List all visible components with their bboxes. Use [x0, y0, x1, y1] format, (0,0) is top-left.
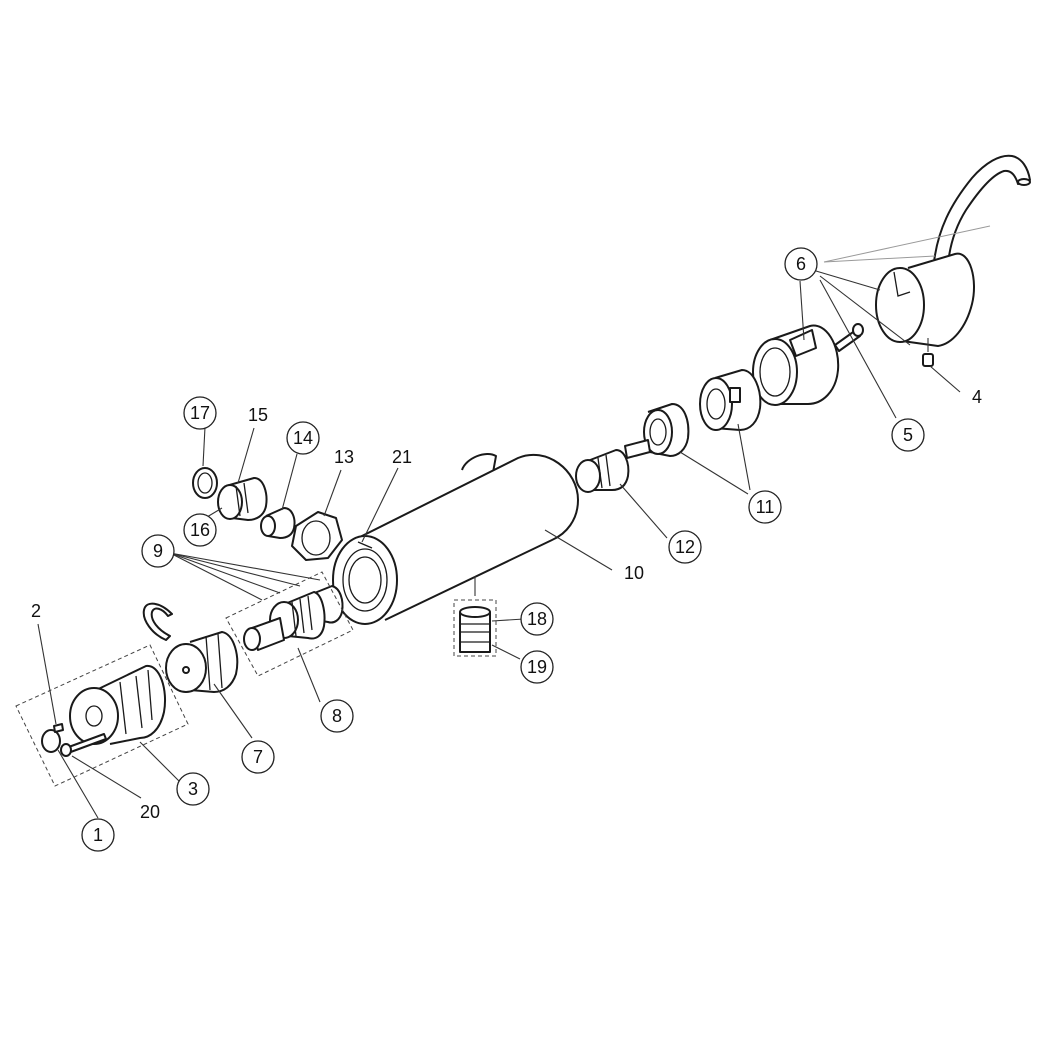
callout-8: 8: [320, 699, 354, 733]
callout-number: 13: [334, 447, 354, 467]
callout-circle: [241, 740, 275, 774]
callout-number: 11: [756, 497, 775, 517]
callout-14: 14: [286, 421, 320, 455]
callout-16: 16: [183, 513, 217, 547]
group-box-18-19: [453, 599, 497, 657]
callout-9: 9: [141, 534, 175, 568]
callout-10: 10: [624, 563, 644, 583]
callout-7: 7: [241, 740, 275, 774]
callout-circle: [784, 247, 818, 281]
group-box-8: [225, 571, 354, 677]
callout-6: 6: [784, 247, 818, 281]
callout-20: 20: [140, 802, 160, 822]
callout-1: 1: [81, 818, 115, 852]
callout-number: 5: [903, 425, 913, 445]
callout-18: 18: [520, 602, 554, 636]
callout-17: 17: [183, 396, 217, 430]
knob-insert-7: [165, 631, 239, 693]
callout-19: 19: [520, 650, 554, 684]
callout-circle: [183, 396, 217, 430]
handle-housing: [752, 324, 840, 406]
callout-number: 3: [188, 779, 198, 799]
callout-number: 8: [332, 706, 342, 726]
cap-1: [41, 729, 61, 753]
callout-number: 21: [392, 447, 412, 467]
clip: [142, 602, 173, 641]
callout-number: 16: [190, 520, 210, 540]
callout-circle: [520, 650, 554, 684]
callout-circle: [748, 490, 782, 524]
callout-circle: [81, 818, 115, 852]
cartridge-holder: [699, 369, 762, 431]
callout-circle: [320, 699, 354, 733]
callout-3: 3: [176, 772, 210, 806]
callout-2: 2: [31, 601, 41, 621]
valve-assembly: [243, 585, 344, 651]
callout-circle: [176, 772, 210, 806]
leader-lines: [37, 225, 991, 819]
callout-circle: [520, 602, 554, 636]
screw-20: [60, 733, 107, 757]
callout-number: 17: [190, 403, 210, 423]
callout-number: 4: [972, 387, 982, 407]
mixer-body: [332, 452, 579, 625]
callout-number: 9: [153, 541, 163, 561]
nut-ring: [643, 403, 690, 457]
spout-pipe: [933, 154, 1031, 265]
callout-number: 12: [675, 537, 695, 557]
callout-number: 6: [796, 254, 806, 274]
callout-circle: [141, 534, 175, 568]
callout-12: 12: [668, 530, 702, 564]
screw-5: [834, 323, 864, 352]
callout-circle: [183, 513, 217, 547]
callout-circle: [891, 418, 925, 452]
callout-number: 15: [248, 405, 268, 425]
callout-21: 21: [392, 447, 412, 467]
insert-14: [260, 507, 296, 539]
handle-3: [69, 664, 166, 745]
callout-number: 20: [140, 802, 160, 822]
callout-15: 15: [248, 405, 268, 425]
callout-11: 11: [748, 490, 782, 524]
callout-circle: [668, 530, 702, 564]
union-nut-13: [291, 511, 343, 561]
check-valve: [459, 606, 491, 653]
callout-number: 1: [93, 825, 103, 845]
screw-2: [53, 723, 64, 733]
grub-screw-4: [922, 353, 934, 367]
callout-circle: [286, 421, 320, 455]
temperature-cartridge: [575, 439, 651, 493]
group-box-3: [15, 644, 189, 787]
fitting-15-16: [217, 477, 268, 521]
spout-sleeve: [875, 252, 976, 347]
callout-number: 2: [31, 601, 41, 621]
callout-4: 4: [972, 387, 982, 407]
callout-number: 19: [527, 657, 547, 677]
callout-number: 10: [624, 563, 644, 583]
washer-17: [192, 467, 218, 499]
callout-number: 14: [293, 428, 313, 448]
callout-13: 13: [334, 447, 354, 467]
callout-number: 18: [527, 609, 547, 629]
callout-labels: 1 2 3 4 5 6 7 8 9 10 11 12 13 14 15 16 1…: [31, 247, 982, 852]
callout-5: 5: [891, 418, 925, 452]
callout-number: 7: [253, 747, 263, 767]
